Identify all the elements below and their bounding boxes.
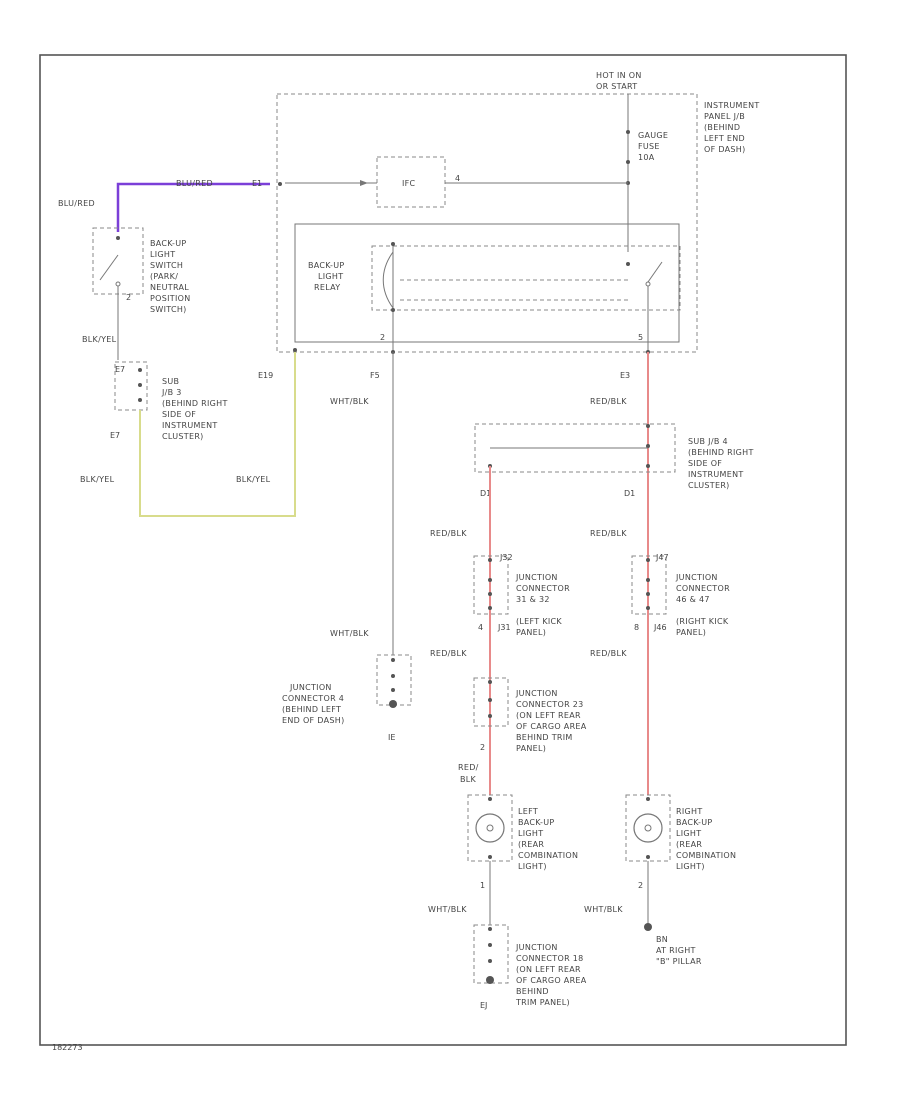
wire-label-wht-blk-2: WHT/BLK [330, 629, 369, 638]
wire-label-red-2: BLK [460, 775, 477, 784]
ground-ie: IE [388, 733, 395, 742]
svg-text:E3: E3 [620, 371, 630, 380]
backup-relay-outer [294, 223, 680, 343]
wire-label-blk-yel-1: BLK/YEL [82, 335, 117, 344]
wire-label-blu-red-1: BLU/RED [58, 199, 95, 208]
junction-connector-31-32-box [473, 555, 509, 615]
sub-jb4-box [474, 423, 676, 473]
svg-text:2: 2 [638, 881, 643, 890]
junction-connector-23-box [473, 677, 509, 727]
svg-text:D1: D1 [624, 489, 635, 498]
svg-text:F5: F5 [370, 371, 380, 380]
wire-blu-red [116, 182, 270, 232]
junction-connector-46-47-box [631, 555, 667, 615]
svg-text:E19: E19 [258, 371, 273, 380]
wire-label-red-1: RED/ [458, 763, 479, 772]
svg-text:E7: E7 [115, 365, 125, 374]
wire-label-blk-yel-2: BLK/YEL [80, 475, 115, 484]
svg-text:J31: J31 [497, 623, 511, 632]
svg-text:E1: E1 [252, 179, 262, 188]
svg-text:J32: J32 [499, 553, 513, 562]
svg-text:4: 4 [478, 623, 483, 632]
diagram-frame [39, 54, 847, 1046]
junction-connector-18-box [473, 924, 509, 984]
svg-text:J46: J46 [653, 623, 667, 632]
wire-label-red-blk-1: RED/BLK [590, 397, 627, 406]
ifc-box [376, 156, 446, 208]
wire-label-wht-blk-4: WHT/BLK [584, 905, 623, 914]
wire-label-red-blk-5: RED/BLK [590, 649, 627, 658]
wire-label-red-blk-4: RED/BLK [430, 649, 467, 658]
svg-text:2: 2 [380, 333, 385, 342]
svg-text:J47: J47 [655, 553, 669, 562]
wire-label-wht-blk-1: WHT/BLK [330, 397, 369, 406]
svg-text:5: 5 [638, 333, 643, 342]
sub-jb3-box [114, 361, 148, 411]
backup-relay-box [371, 245, 681, 311]
footer-code: 182273 [52, 1043, 83, 1052]
junction-connector-4-box [376, 654, 412, 706]
svg-text:E7: E7 [110, 431, 120, 440]
svg-text:2: 2 [480, 743, 485, 752]
svg-text:8: 8 [634, 623, 639, 632]
svg-text:D1: D1 [480, 489, 491, 498]
ground-ej: EJ [480, 1001, 487, 1010]
ifc-label: IFC [402, 179, 416, 188]
instrument-panel-jb-box [276, 93, 698, 353]
left-backup-light-box [467, 794, 513, 862]
wire-label-wht-blk-3: WHT/BLK [428, 905, 467, 914]
right-backup-light-box [625, 794, 671, 862]
svg-text:2: 2 [126, 293, 131, 302]
wire-label-blu-red-2: BLU/RED [176, 179, 213, 188]
wire-blk-yel [139, 350, 296, 517]
wire-label-blk-yel-3: BLK/YEL [236, 475, 271, 484]
wire-label-red-blk-2: RED/BLK [430, 529, 467, 538]
svg-text:4: 4 [455, 174, 460, 183]
wire-label-red-blk-3: RED/BLK [590, 529, 627, 538]
svg-text:1: 1 [480, 881, 485, 890]
